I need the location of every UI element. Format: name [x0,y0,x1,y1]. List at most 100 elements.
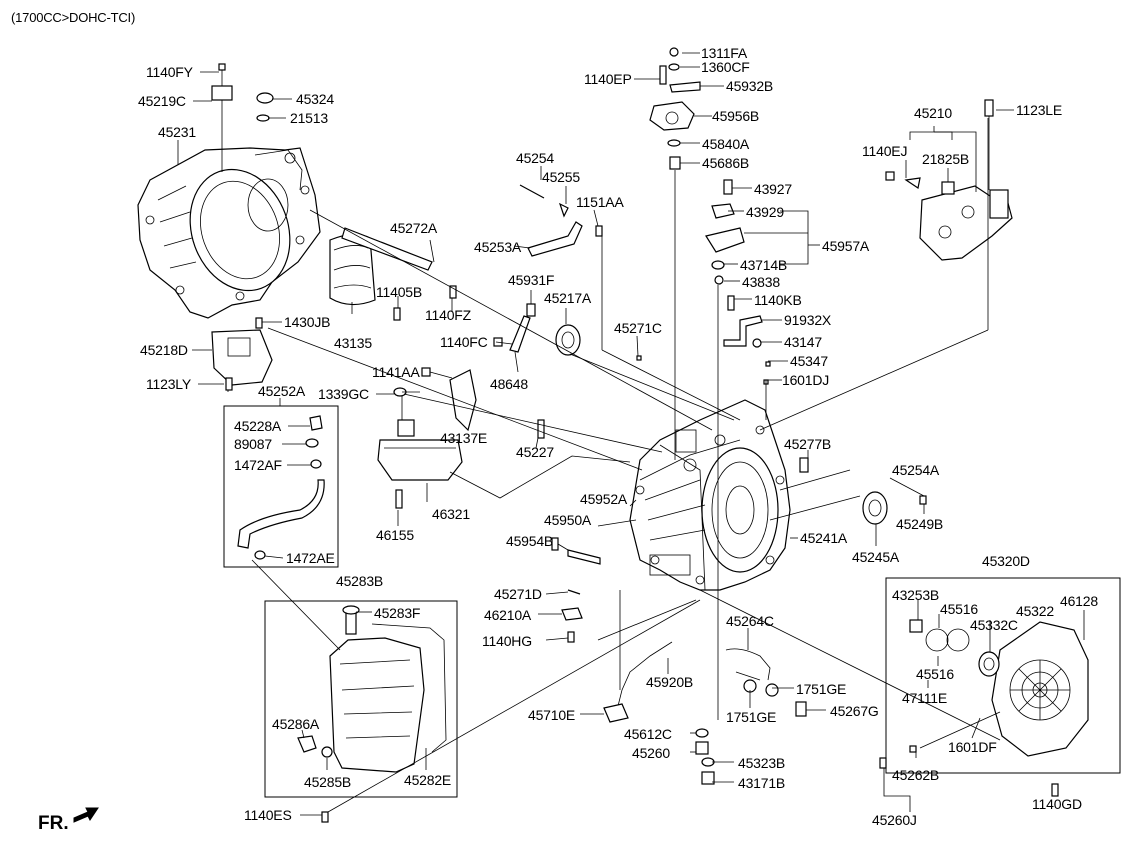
part-label[interactable]: 45932B [726,78,774,94]
part-label[interactable]: 46210A [484,607,532,623]
part-label[interactable]: 45254A [892,462,940,478]
part-label[interactable]: 1141AA [372,364,420,380]
part-label[interactable]: 45255 [542,169,580,185]
part-label[interactable]: 43135 [334,335,372,351]
part-label[interactable]: 45516 [916,666,954,682]
part-label[interactable]: 45323B [738,755,786,771]
part-label[interactable]: 1311FA [701,45,748,61]
part-label[interactable]: 45931F [508,272,555,288]
part-label[interactable]: 43714B [740,257,788,273]
part-label[interactable]: 46321 [432,506,470,522]
part-label[interactable]: 45950A [544,512,592,528]
part-label[interactable]: 45228A [234,418,282,434]
part-label[interactable]: 43253B [892,587,940,603]
part-label[interactable]: 1151AA [576,194,624,210]
part-label[interactable]: 45262B [892,767,940,783]
part-label[interactable]: 45332C [970,617,1018,633]
part-label[interactable]: 45253A [474,239,522,255]
part-label[interactable]: 1751GE [726,709,777,725]
part-label[interactable]: 45956B [712,108,760,124]
part-label[interactable]: 43838 [742,274,780,290]
part-label[interactable]: 45271C [614,320,662,336]
oil-pan [297,605,447,773]
leader-lines [177,52,1085,816]
part-label[interactable]: 1360CF [701,59,750,75]
part-label[interactable]: 45254 [516,150,554,166]
part-label[interactable]: 43927 [754,181,792,197]
hose-kit-box [223,405,339,568]
part-label[interactable]: 1140KB [754,292,802,308]
part-label[interactable]: 45271D [494,586,542,602]
part-label[interactable]: 46155 [376,527,414,543]
part-label[interactable]: 45277B [784,436,832,452]
part-label[interactable]: 45285B [304,774,352,790]
part-label[interactable]: 45218D [140,342,188,358]
part-label[interactable]: 45241A [800,530,848,546]
part-label[interactable]: 45283B [336,573,384,589]
part-label[interactable]: 1140GD [1032,796,1082,812]
part-label[interactable]: 11405B [376,284,423,300]
part-label[interactable]: 45252A [258,383,306,399]
part-label[interactable]: 45612C [624,726,672,742]
top-bracket [211,63,274,122]
part-label[interactable]: 45260 [632,745,670,761]
part-label[interactable]: 43137E [440,430,488,446]
part-label[interactable]: 45686B [702,155,750,171]
part-label[interactable]: 43171B [738,775,786,791]
part-label[interactable]: 1123LE [1016,102,1063,118]
part-label[interactable]: 45347 [790,353,828,369]
part-label[interactable]: 1140FY [146,64,193,80]
part-label[interactable]: 45249B [896,516,944,532]
part-label[interactable]: 45320D [982,553,1030,569]
part-label[interactable]: 1140EP [584,71,632,87]
part-label[interactable]: 45219C [138,93,186,109]
part-label[interactable]: 45260J [872,812,917,828]
part-label[interactable]: 1751GE [796,681,847,697]
part-label[interactable]: 43147 [784,334,822,350]
part-label[interactable]: 1140HG [482,633,532,649]
part-label[interactable]: 1140EJ [862,143,908,159]
part-label[interactable]: 1339GC [318,386,369,402]
part-label[interactable]: 1472AE [286,550,335,566]
part-label[interactable]: 89087 [234,436,272,452]
part-label[interactable]: 1140ES [244,807,292,823]
part-label[interactable]: 1472AF [234,457,282,473]
part-label[interactable]: 21513 [290,110,328,126]
part-label[interactable]: 45286A [272,716,320,732]
part-label[interactable]: 91932X [784,312,832,328]
part-label[interactable]: 1140FZ [425,307,472,323]
part-label[interactable]: 45322 [1016,603,1054,619]
part-label[interactable]: 45267G [830,703,879,719]
part-label[interactable]: 45957A [822,238,870,254]
part-label[interactable]: 45920B [646,674,694,690]
part-label[interactable]: 45272A [390,220,438,236]
part-label[interactable]: 1430JB [284,314,331,330]
part-label[interactable]: 45217A [544,290,592,306]
part-label[interactable]: 45840A [702,136,750,152]
part-label[interactable]: 45227 [516,444,554,460]
part-label[interactable]: 45282E [404,772,452,788]
part-label[interactable]: 45283F [374,605,421,621]
part-label[interactable]: 1123LY [146,376,191,392]
transaxle-case [629,399,791,591]
part-label[interactable]: 45324 [296,91,334,107]
part-label[interactable]: 48648 [490,376,528,392]
part-label[interactable]: 45210 [914,105,952,121]
part-label[interactable]: 45516 [940,601,978,617]
part-label[interactable]: 21825B [922,151,970,167]
part-label[interactable]: 46128 [1060,593,1098,609]
part-label[interactable]: 47111E [902,690,947,706]
oil-seals [862,491,888,525]
part-label[interactable]: 45231 [158,124,196,140]
part-label[interactable]: 1601DJ [782,372,830,388]
part-label[interactable]: 1601DF [948,739,997,755]
part-label[interactable]: 45954B [506,533,554,549]
part-label[interactable]: 45264C [726,613,774,629]
part-label[interactable]: 45710E [528,707,576,723]
part-label[interactable]: 1140FC [440,334,488,350]
part-label[interactable]: 45952A [580,491,628,507]
part-label[interactable]: 45245A [852,549,900,565]
part-label[interactable]: 43929 [746,204,784,220]
